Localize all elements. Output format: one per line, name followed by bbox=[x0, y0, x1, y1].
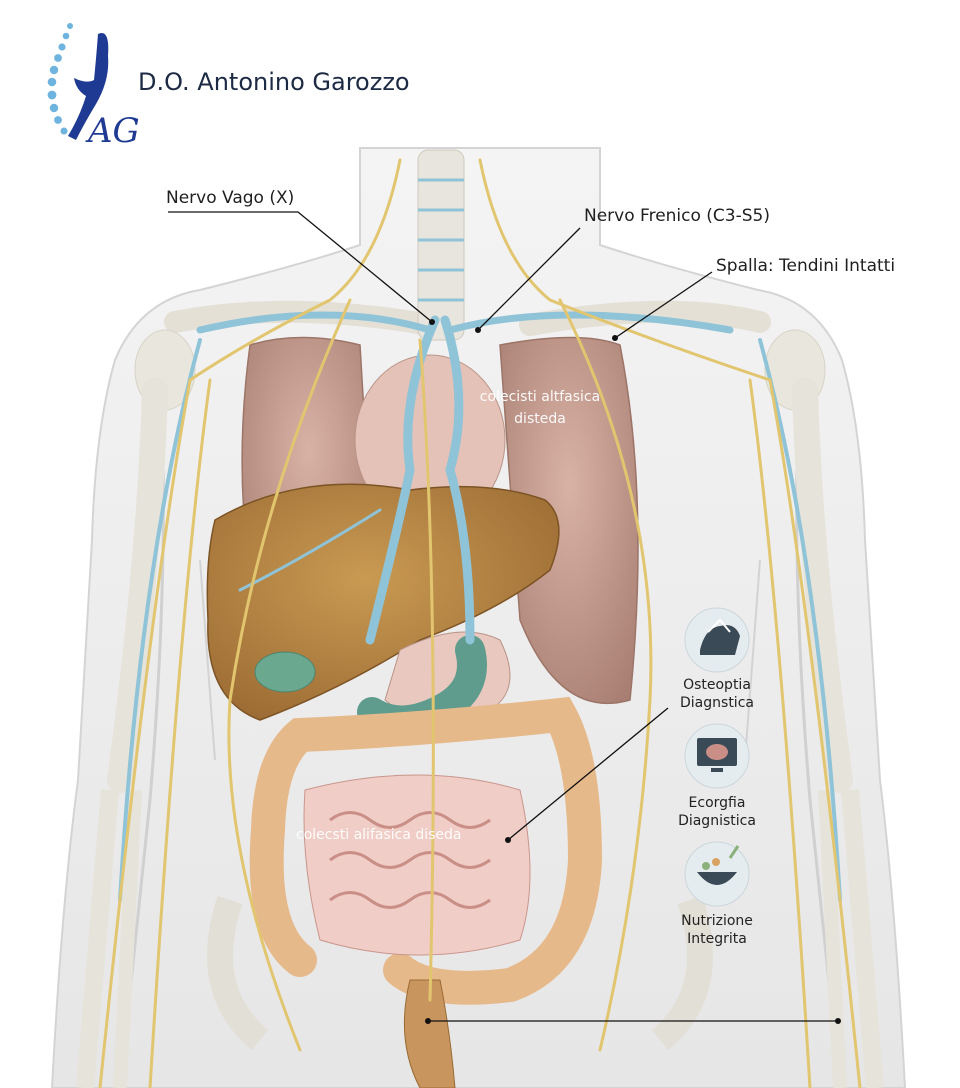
nerves bbox=[98, 158, 862, 1088]
service-ultrasound: Ecorgfia Diagnistica bbox=[657, 794, 777, 830]
osteopathy-hands-icon bbox=[684, 607, 750, 673]
large-intestine bbox=[249, 696, 603, 1005]
nutrition-bowl-icon bbox=[684, 841, 750, 907]
cervical-spine bbox=[417, 149, 465, 341]
small-intestine bbox=[303, 774, 531, 956]
logo-initials: AG bbox=[85, 111, 140, 151]
callout-lines bbox=[168, 211, 838, 1022]
overlay-upper: colecisti altfasica disteda bbox=[470, 386, 610, 430]
service-nutrition-line1: Nutrizione bbox=[681, 913, 753, 929]
overlay-lower: colecsti alifasica diseda bbox=[296, 827, 462, 843]
label-vagus-nerve: Nervo Vago (X) bbox=[166, 188, 295, 208]
brand-logo bbox=[47, 23, 109, 140]
service-ultrasound-line1: Ecorgfia bbox=[688, 795, 746, 811]
overlay-upper-line1: colecisti altfasica bbox=[479, 389, 601, 405]
service-nutrition-line2: Integrita bbox=[687, 931, 747, 947]
vagus-leader bbox=[168, 211, 433, 323]
brand-name: D.O. Antonino Garozzo bbox=[138, 68, 410, 96]
label-phrenic-nerve: Nervo Frenico (C3-S5) bbox=[584, 206, 770, 226]
service-osteopathy: Osteoptia Diagnstica bbox=[657, 676, 777, 712]
service-ultrasound-line2: Diagnistica bbox=[678, 813, 756, 829]
blood-vessels bbox=[118, 311, 842, 902]
label-shoulder: Spalla: Tendini Intatti bbox=[716, 256, 896, 276]
shoulder-leader bbox=[614, 271, 713, 339]
phrenic-leader bbox=[477, 227, 581, 331]
services-leader bbox=[507, 707, 669, 841]
ultrasound-monitor-icon bbox=[684, 723, 750, 789]
overlay-upper-line2: disteda bbox=[514, 411, 566, 427]
service-osteopathy-line2: Diagnstica bbox=[680, 695, 754, 711]
gallbladder bbox=[254, 651, 316, 693]
clavicle-right bbox=[519, 300, 771, 336]
service-nutrition: Nutrizione Integrita bbox=[657, 912, 777, 948]
service-osteopathy-line1: Osteoptia bbox=[683, 677, 751, 693]
